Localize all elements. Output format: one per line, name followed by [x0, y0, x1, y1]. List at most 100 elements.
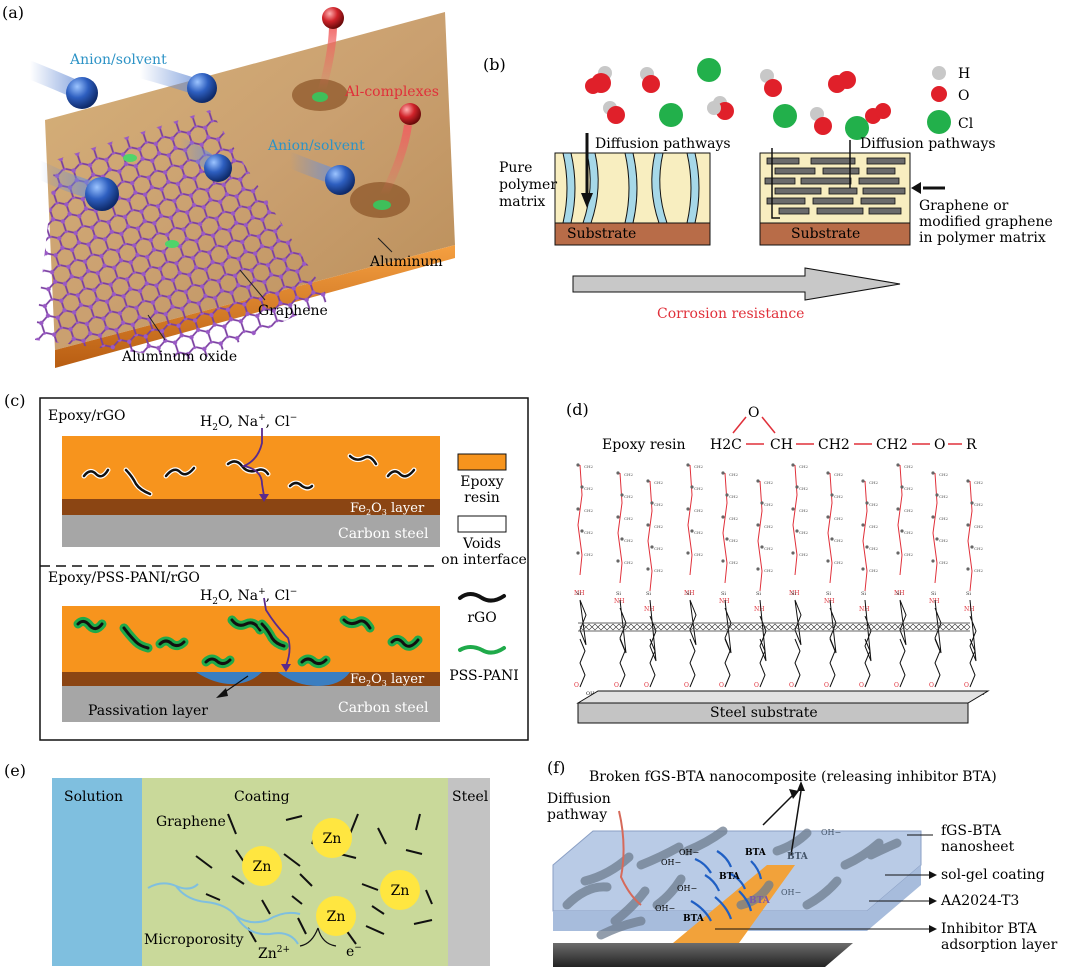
anchor-strand	[579, 638, 586, 688]
legend-epoxy-line1: Epoxy	[460, 474, 504, 490]
ch2-label: CH2	[869, 568, 879, 573]
chain-node	[791, 507, 795, 511]
steel-region	[448, 778, 490, 966]
pointer-line	[377, 237, 393, 253]
substrate-base	[553, 911, 867, 967]
ch2-label: CH2	[764, 568, 774, 573]
ch2-label: CH2	[654, 568, 664, 573]
lattice-cell	[777, 623, 785, 631]
panel-f-diagram: (f) Broken fGS-BTA nanocomposite (releas…	[547, 758, 1058, 967]
ch2-label: CH2	[624, 538, 634, 543]
ch2-label: CH2	[904, 486, 914, 491]
panel-f-tag: (f)	[547, 758, 565, 777]
lattice-cell	[825, 623, 833, 631]
anchor-strand	[969, 638, 976, 688]
si-label: Si	[576, 591, 581, 597]
ch2-label: CH2	[869, 480, 879, 485]
anchor-strand	[649, 638, 656, 688]
nanosheet-line1: fGS-BTA	[941, 823, 1002, 839]
zn-particle	[242, 846, 282, 886]
ch2-label: CH2	[729, 516, 739, 521]
chain-node	[580, 485, 584, 489]
panel-c-legend: Epoxy resin Voids on interface rGO PSS-P…	[441, 453, 527, 684]
legend-cl-swatch	[927, 110, 951, 134]
carbon-steel-bottom	[62, 686, 440, 722]
lattice-cell	[837, 623, 845, 631]
diffusion-path-top	[241, 428, 265, 497]
ch2-label: CH2	[869, 524, 879, 529]
label-anion-solvent: Anion/solvent	[69, 52, 167, 68]
pit-core	[312, 92, 328, 102]
nanosheets	[562, 826, 902, 940]
silane-strand	[899, 599, 907, 646]
ch2-label: CH2	[834, 472, 844, 477]
ch2-label: CH2	[764, 546, 774, 551]
o-label: O	[894, 682, 899, 689]
ch2-label: CH2	[729, 472, 739, 477]
bta-labels: BTA BTA BTA BTA BTA	[683, 848, 809, 924]
al-complex-sphere	[399, 103, 421, 125]
pointer-line	[147, 314, 166, 341]
resin-strand	[967, 480, 973, 592]
lattice-cell	[927, 623, 935, 631]
chain-node	[686, 507, 690, 511]
legend-cl-label: Cl	[958, 116, 974, 132]
nh-label: NH	[859, 606, 869, 613]
lattice-cell	[753, 623, 761, 631]
chain-node	[795, 485, 799, 489]
electron-label: e−	[346, 943, 362, 960]
lattice-cell	[657, 623, 665, 631]
graphene-lattice-band	[578, 622, 971, 632]
graphene-note-line3: in polymer matrix	[919, 230, 1046, 246]
formula-h2c: H2C	[710, 437, 742, 453]
lattice-cell	[693, 623, 701, 631]
chain-node	[830, 493, 834, 497]
lattice-cell	[645, 623, 653, 631]
bta-label: BTA	[683, 914, 705, 924]
microporosity-label: Microporosity	[144, 932, 244, 948]
ch2-label: CH2	[584, 464, 594, 469]
chain-node	[576, 551, 580, 555]
ch2-label: CH2	[974, 568, 984, 573]
ch2-label: CH2	[694, 486, 704, 491]
nh-label: NH	[789, 590, 799, 597]
chain-node	[646, 523, 650, 527]
resin-strand	[897, 464, 903, 576]
ch2-label: CH2	[764, 524, 774, 529]
ch2-label: CH2	[904, 530, 914, 535]
resin-strand	[687, 464, 693, 576]
panel-a-illustration: (a) Anion/solvent Anion/solvent Al-compl…	[2, 3, 455, 368]
alloy-label: AA2024-T3	[940, 893, 1019, 909]
ch2-label: CH2	[799, 530, 809, 535]
chain-node	[725, 537, 729, 541]
lattice-cell	[939, 623, 947, 631]
chain-node	[686, 551, 690, 555]
chain-node	[721, 471, 725, 475]
lattice-cell	[855, 623, 863, 631]
bta-label: BTA	[719, 872, 741, 882]
legend-voids-swatch	[457, 515, 507, 533]
panel-e-tag: (e)	[4, 761, 26, 780]
diffusion-right-label: Diffusion pathways	[860, 136, 996, 152]
graphene-note-line2: modified graphene	[919, 214, 1053, 230]
formula-ch: CH	[770, 437, 793, 453]
resin-strand	[862, 480, 868, 592]
reaction-spot	[165, 240, 179, 248]
ch2-label: CH2	[584, 530, 594, 535]
legend-rgo-swatch	[458, 592, 506, 603]
panel-d: (d) Epoxy resin O H2C CH CH2 CH2 O R CH2…	[550, 395, 1075, 740]
lattice-cell	[957, 623, 965, 631]
o-label: O	[859, 682, 864, 689]
si-label: Si	[686, 591, 691, 597]
chain-node	[650, 501, 654, 505]
passivation-patch	[196, 672, 262, 684]
o-label: O	[824, 682, 829, 689]
chain-node	[861, 479, 865, 483]
ch2-label: CH2	[764, 502, 774, 507]
ch2-label: CH2	[904, 464, 914, 469]
molecules-left	[585, 58, 734, 127]
lattice-cell	[885, 623, 893, 631]
carbon-steel-top	[62, 515, 440, 547]
formula-ch2-2: CH2	[876, 437, 908, 453]
diffusion-path-bottom	[263, 597, 291, 667]
